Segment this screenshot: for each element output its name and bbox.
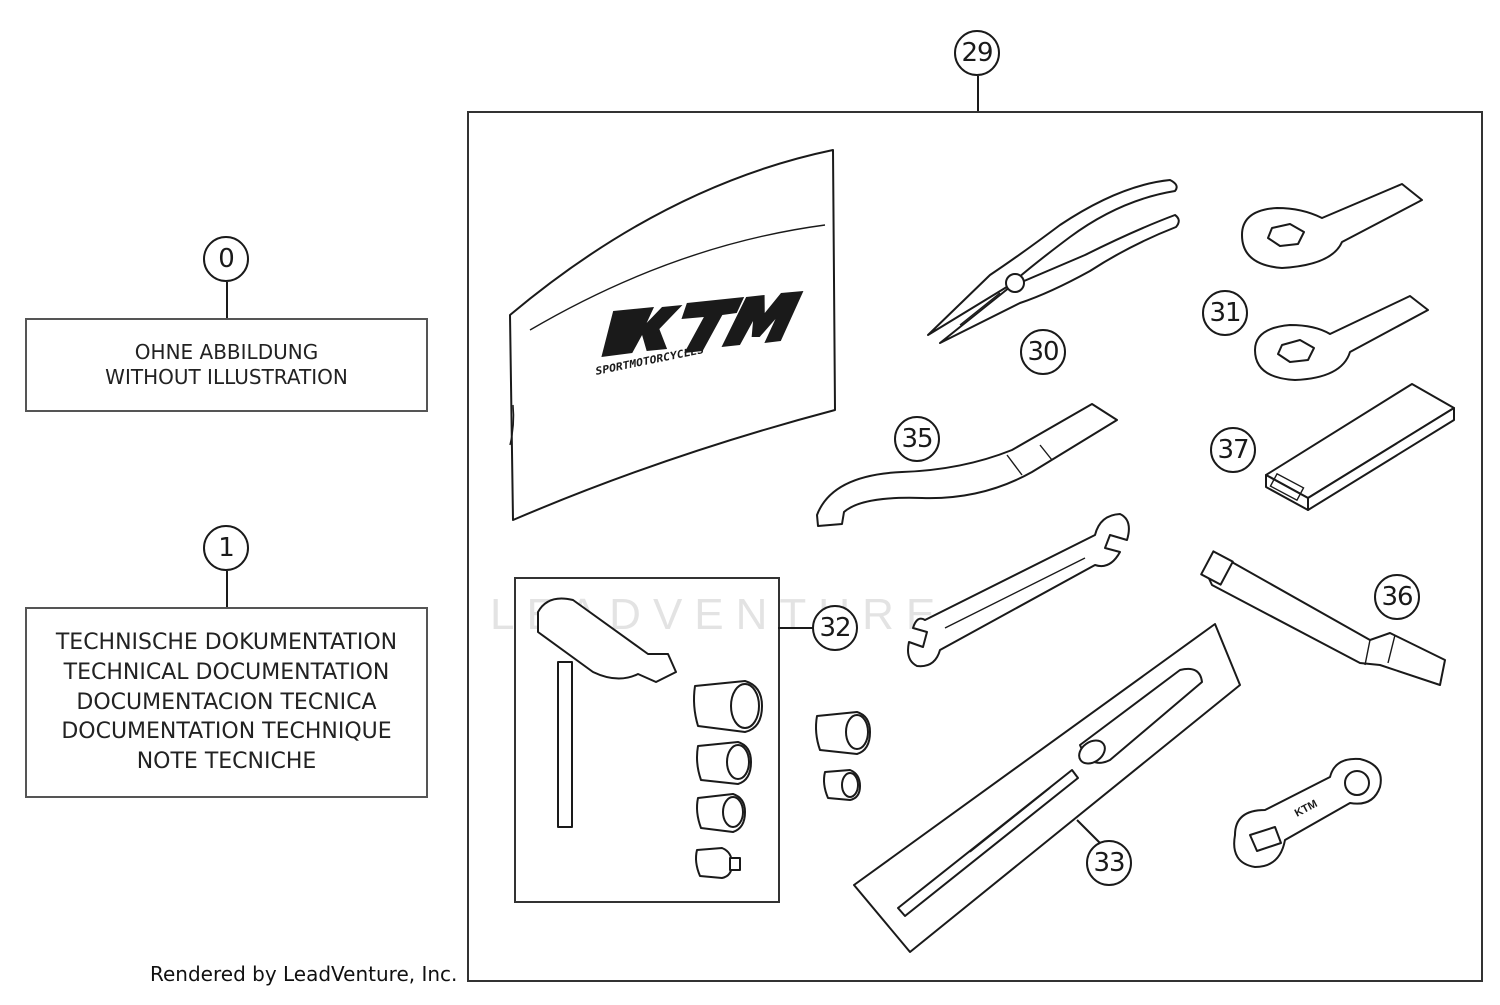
wrench-tube[interactable]	[1262, 380, 1462, 511]
callout-35[interactable]: 35	[894, 416, 940, 462]
hook-spanner[interactable]	[812, 400, 1122, 530]
bit-socket-1[interactable]	[690, 676, 770, 736]
callout-33[interactable]: 33	[1086, 840, 1132, 886]
box0-line-2: WITHOUT ILLUSTRATION	[105, 365, 348, 389]
callout-29[interactable]: 29	[954, 30, 1000, 76]
ring-spanner-large[interactable]	[1232, 180, 1432, 275]
open-end-spanner[interactable]	[905, 510, 1135, 670]
callout-30[interactable]: 30	[1020, 329, 1066, 375]
ring-spanner-small[interactable]	[1250, 290, 1440, 385]
without-illustration-box: OHNE ABBILDUNG WITHOUT ILLUSTRATION	[25, 318, 428, 412]
loose-socket-1[interactable]	[812, 708, 882, 758]
leader-line-32	[778, 627, 814, 629]
bit-socket-2[interactable]	[693, 738, 763, 788]
box1-line-3: DOCUMENTACION TECNICA	[76, 689, 377, 715]
leader-line-0	[226, 282, 228, 318]
technical-documentation-box: TECHNISCHE DOKUMENTATION TECHNICAL DOCUM…	[25, 607, 428, 798]
screwdriver-set[interactable]	[850, 620, 1250, 960]
box0-line-1: OHNE ABBILDUNG	[134, 340, 319, 364]
credit-text: Rendered by LeadVenture, Inc.	[150, 962, 458, 986]
bit-socket-4[interactable]	[692, 844, 752, 889]
callout-36[interactable]: 36	[1374, 574, 1420, 620]
socket-tube-tool[interactable]	[1200, 545, 1460, 695]
loose-socket-2[interactable]	[820, 766, 880, 811]
callout-37[interactable]: 37	[1210, 427, 1256, 473]
leader-line-1	[226, 571, 228, 607]
box1-line-5: NOTE TECNICHE	[136, 749, 317, 775]
combination-spanner[interactable]: KTM	[1225, 755, 1395, 875]
box1-line-4: DOCUMENTATION TECHNIQUE	[61, 719, 392, 745]
pliers[interactable]	[920, 175, 1190, 355]
callout-0[interactable]: 0	[203, 236, 249, 282]
callout-1[interactable]: 1	[203, 525, 249, 571]
t-handle-allen-key[interactable]	[528, 592, 688, 832]
tool-kit-frame	[467, 111, 1483, 982]
box1-line-1: TECHNISCHE DOKUMENTATION	[55, 630, 398, 656]
callout-32[interactable]: 32	[812, 605, 858, 651]
ktm-brand-text: KTM	[656, 332, 659, 334]
tool-bag[interactable]: KTM SPORTMOTORCYCLES	[505, 145, 845, 525]
leader-line-29	[977, 76, 979, 111]
allen-key-set-frame	[514, 577, 780, 903]
box1-line-2: TECHNICAL DOCUMENTATION	[63, 659, 390, 685]
bit-socket-3[interactable]	[693, 790, 763, 840]
callout-31[interactable]: 31	[1202, 290, 1248, 336]
